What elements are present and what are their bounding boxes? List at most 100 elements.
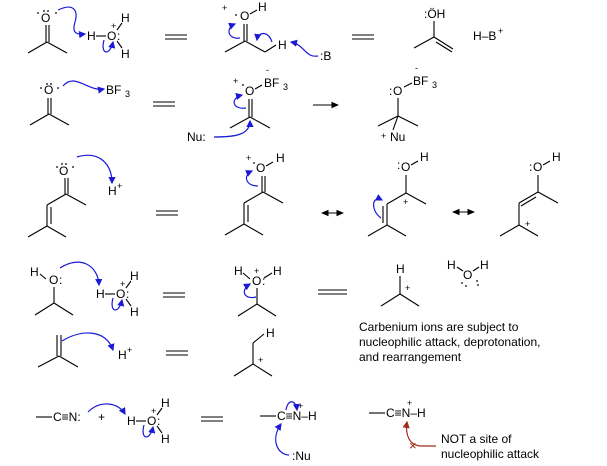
svg-text::: :	[59, 273, 62, 287]
svg-text:H: H	[118, 348, 127, 362]
svg-text:+: +	[120, 279, 125, 289]
svg-text:+: +	[407, 398, 412, 408]
base: :B	[320, 49, 331, 63]
svg-text::ÖH: :ÖH	[424, 7, 445, 21]
svg-text:H: H	[130, 269, 139, 283]
x-mark-icon: ×	[409, 438, 417, 453]
svg-text:H: H	[266, 326, 275, 340]
curved-arrow	[233, 92, 247, 109]
svg-text:+: +	[405, 283, 410, 293]
row4-water: H O H	[447, 258, 489, 287]
svg-text:H: H	[420, 150, 429, 164]
not-site-note: NOT a site of nucleophilic attack	[441, 432, 540, 461]
svg-text:H: H	[87, 29, 96, 43]
svg-text:H: H	[552, 150, 561, 164]
svg-text:+: +	[151, 406, 156, 416]
row1-enol: :ÖH H–B +	[413, 7, 503, 53]
svg-text::: :	[157, 414, 160, 428]
svg-text:+: +	[381, 131, 386, 141]
row1-hydronium: H O + : H H	[87, 11, 130, 61]
svg-text:H: H	[234, 264, 243, 278]
curved-arrow	[111, 297, 125, 311]
svg-text:Nu: Nu	[390, 130, 405, 144]
row6-nitrilium-not-site: C≡N–H +	[369, 398, 426, 420]
curved-arrow	[373, 194, 384, 219]
svg-text:O: O	[59, 164, 68, 178]
svg-text:H: H	[30, 265, 39, 279]
equilibrium-arrow	[201, 416, 223, 422]
row1-protonated-acetone: + O H H :B	[222, 0, 331, 63]
carbenium-note: Carbenium ions are subject to nucleophil…	[359, 320, 541, 364]
svg-text:H: H	[161, 432, 170, 446]
svg-text:O: O	[533, 160, 542, 174]
svg-text:+: +	[127, 345, 132, 355]
svg-text:3: 3	[125, 89, 130, 99]
svg-text::: :	[389, 84, 392, 98]
svg-text:O: O	[49, 273, 58, 287]
atom-o: O	[41, 11, 50, 25]
svg-text:Nu:: Nu:	[187, 130, 206, 144]
curved-arrow	[62, 80, 106, 94]
row3-enone: O H +	[27, 163, 122, 238]
svg-text:H: H	[121, 47, 130, 61]
svg-text:O: O	[44, 83, 53, 97]
row4-alcohol: H O :	[30, 265, 74, 316]
svg-text:O: O	[256, 161, 265, 175]
svg-text:+: +	[403, 197, 408, 207]
svg-text:H: H	[130, 305, 139, 319]
svg-text:+: +	[525, 219, 530, 229]
svg-text:C≡N–H: C≡N–H	[386, 406, 426, 420]
svg-text:O: O	[147, 414, 156, 428]
svg-text:+: +	[298, 401, 303, 411]
svg-text:O: O	[107, 29, 116, 43]
curved-arrow	[87, 403, 126, 416]
svg-text:O: O	[240, 9, 249, 23]
row3-resonance-1: : O H +	[367, 150, 429, 237]
svg-text:H: H	[258, 0, 267, 14]
equilibrium-arrow	[166, 350, 188, 356]
svg-text::: :	[397, 158, 400, 172]
svg-text:+: +	[246, 153, 251, 163]
svg-text:H: H	[121, 11, 130, 25]
svg-text:C≡N–H: C≡N–H	[277, 409, 317, 423]
curved-arrow	[285, 401, 300, 412]
svg-text:+: +	[254, 266, 259, 276]
svg-text:O: O	[245, 84, 254, 98]
svg-text:H: H	[96, 287, 105, 301]
equilibrium-arrow	[156, 210, 178, 216]
curved-arrow	[59, 261, 103, 287]
svg-text:H: H	[108, 184, 117, 198]
curved-arrow	[245, 170, 259, 187]
svg-text:3: 3	[283, 82, 288, 92]
svg-text:-: -	[266, 65, 269, 75]
curved-arrow	[61, 332, 115, 352]
svg-text:3: 3	[432, 80, 437, 90]
curved-arrow	[142, 424, 156, 438]
curved-arrow	[57, 6, 87, 39]
svg-text:H: H	[127, 414, 136, 428]
svg-text::Nu: :Nu	[292, 449, 311, 463]
equilibrium-arrow	[352, 34, 374, 40]
row2-complex: + O - BF 3 Nu:	[187, 65, 288, 144]
row4-hydronium: H O + : H H	[96, 269, 139, 319]
equilibrium-arrow	[163, 292, 185, 298]
curved-arrow	[213, 119, 254, 138]
curved-arrow	[102, 39, 116, 53]
row6-nitrilium: C≡N–H + :Nu	[260, 401, 317, 463]
svg-text::: :	[529, 160, 532, 174]
svg-text:H: H	[276, 151, 285, 165]
row5-alkene: H +	[37, 335, 132, 368]
equilibrium-arrow	[165, 34, 187, 40]
svg-text:H: H	[161, 396, 170, 410]
row4-protonated-alcohol: H + O : H	[234, 264, 282, 317]
svg-text::: :	[262, 274, 265, 288]
svg-text:BF: BF	[264, 76, 279, 90]
svg-text:H: H	[480, 258, 489, 272]
svg-text:+: +	[117, 181, 122, 191]
svg-text:H: H	[447, 258, 456, 272]
row3-protonated: + O H	[224, 151, 285, 236]
row2-adduct: O : - BF 3 + Nu	[377, 63, 437, 144]
row5-carbenium: H +	[233, 326, 275, 377]
hb-label: H–B	[473, 29, 496, 43]
